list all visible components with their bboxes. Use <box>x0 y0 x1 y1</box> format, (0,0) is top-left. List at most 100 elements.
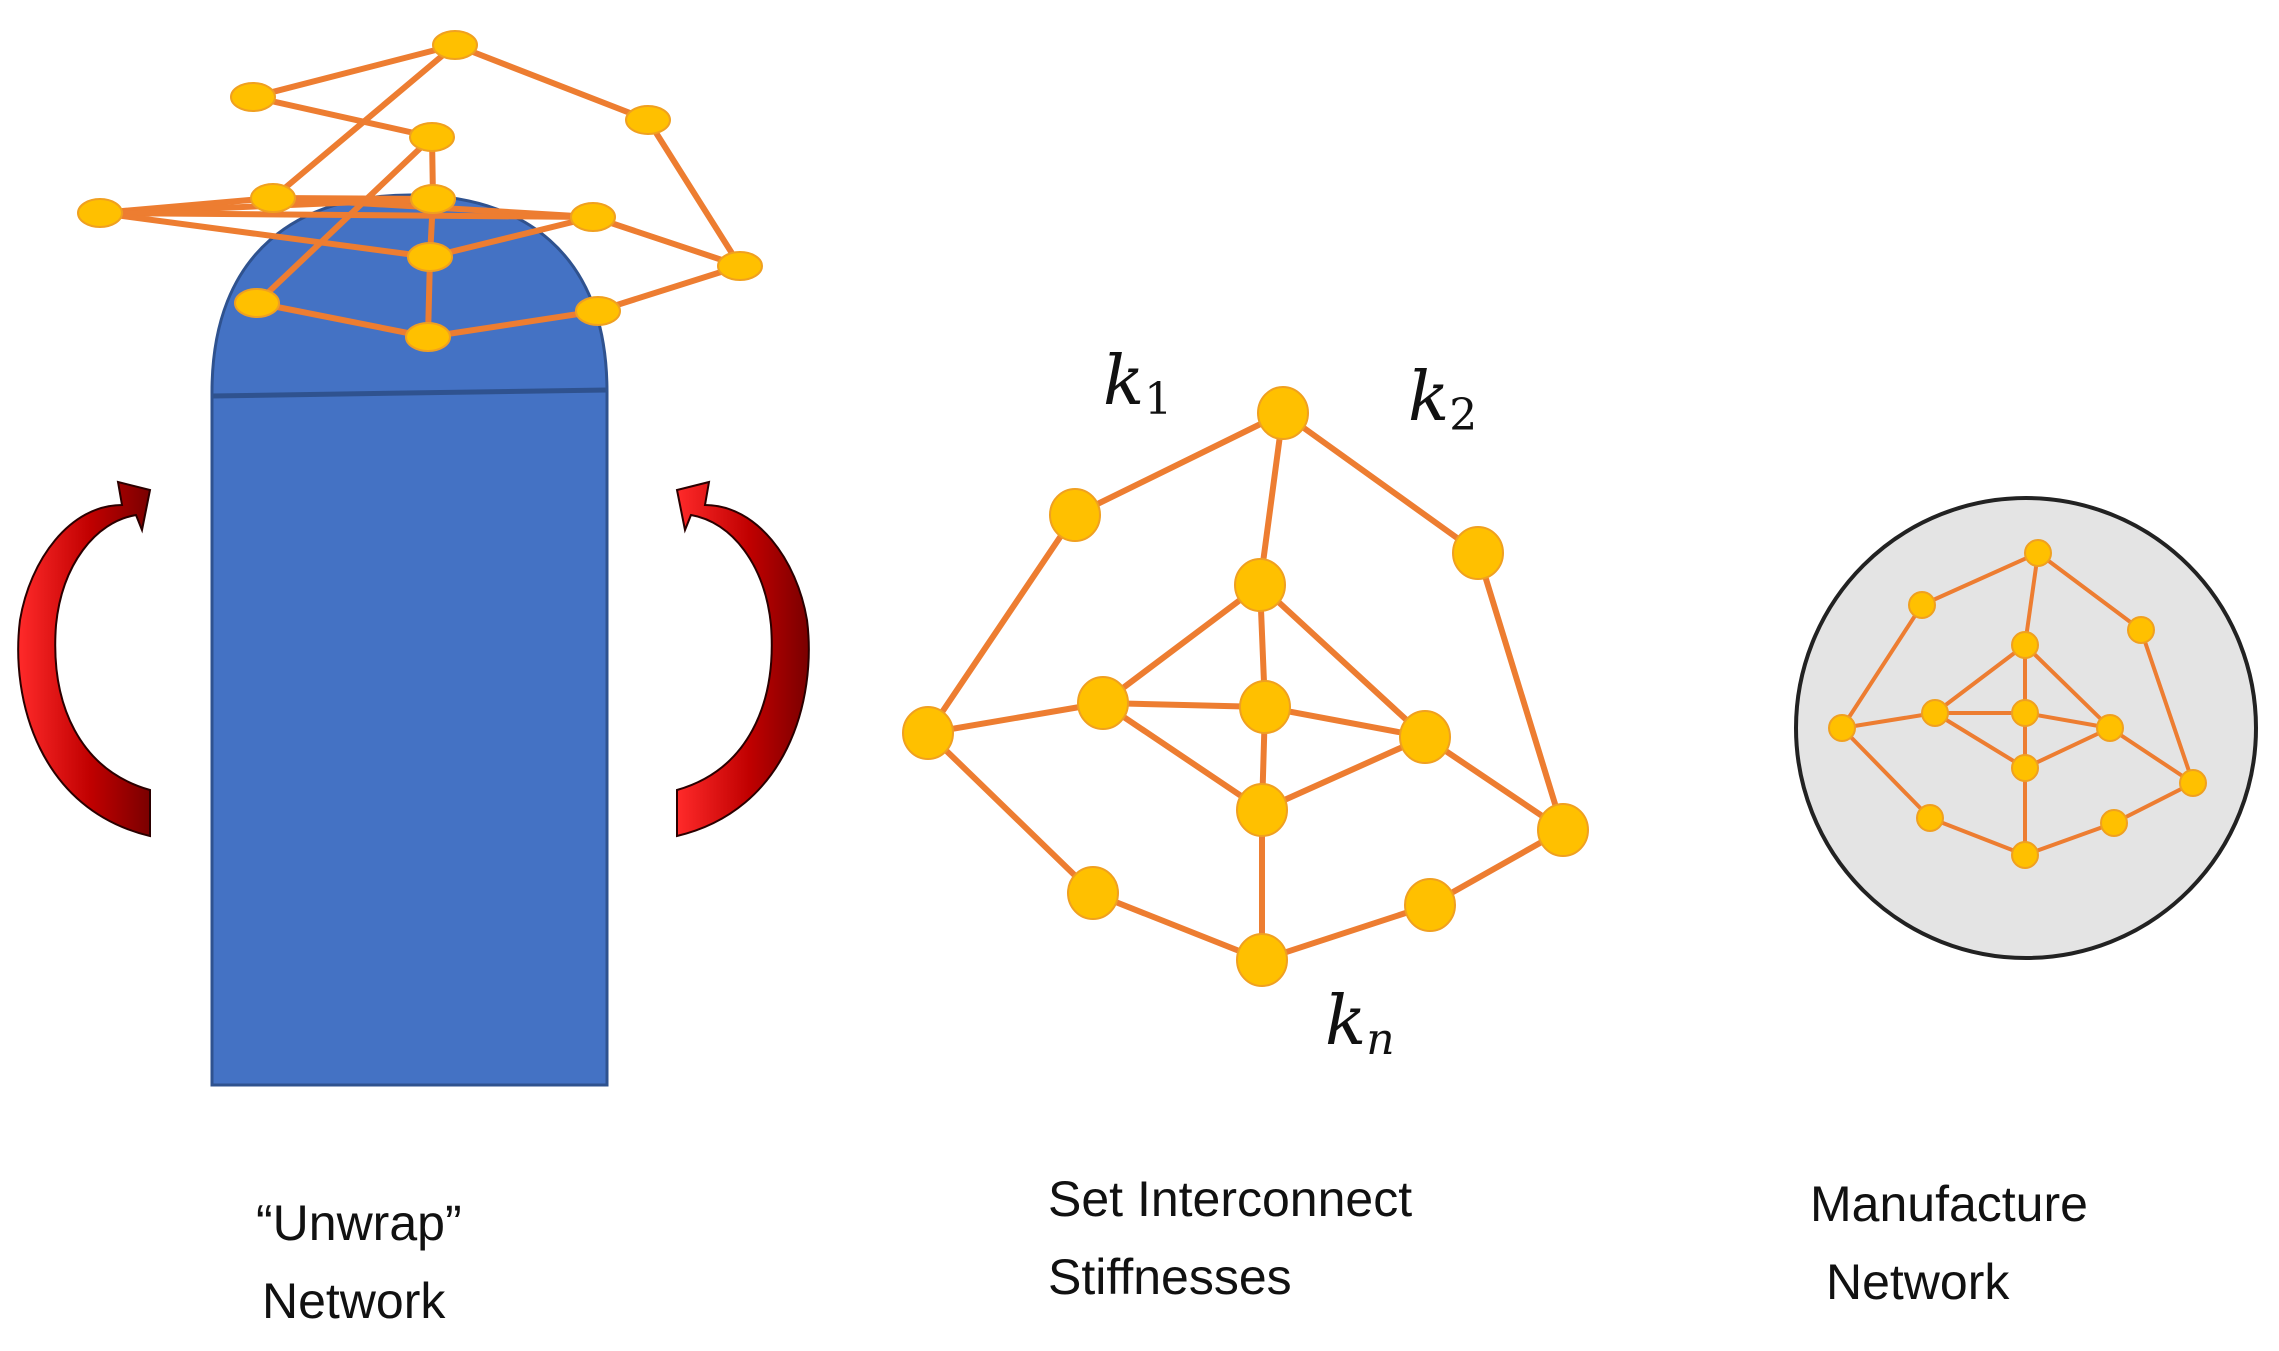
manufacture-node <box>2096 714 2124 742</box>
stiffness-label-kn: kn <box>1325 982 1395 1065</box>
manufacture-node <box>1828 714 1856 742</box>
stiffness-edge <box>1100 700 1268 710</box>
unwrap-node <box>575 296 621 326</box>
caption-unwrap-line1: “Unwrap” <box>256 1195 462 1251</box>
stiffness-edge <box>1262 704 1428 740</box>
left-rotation-arrow <box>17 480 152 838</box>
manufacture-edge <box>1840 726 1932 820</box>
stiffness-node <box>1537 803 1589 857</box>
manufacture-node <box>1921 699 1949 727</box>
left-arrow-shape <box>17 480 152 838</box>
unwrap-node <box>625 105 671 135</box>
manufacture-node <box>2179 769 2207 797</box>
manufacture-node <box>2024 539 2052 567</box>
manufacture-edge <box>2023 551 2040 647</box>
stiffness-edge <box>1259 902 1433 963</box>
unwrap-node <box>405 322 451 352</box>
stiffness-edge <box>925 700 1106 736</box>
unwrap-edge <box>452 42 651 123</box>
k2-subscript: 2 <box>1449 390 1478 441</box>
unwrap-node <box>407 242 453 272</box>
manufacture-network <box>1828 539 2207 869</box>
manufacture-edge <box>2023 726 2112 770</box>
manufacture-edge <box>1933 711 2027 770</box>
stiffness-node <box>1234 558 1286 612</box>
manufacture-node <box>2011 841 2039 869</box>
unwrap-edge <box>97 210 596 220</box>
manufacture-edge <box>2023 643 2112 730</box>
manufacture-node <box>2011 754 2039 782</box>
stiffness-edge <box>1280 410 1481 556</box>
unwrap-edge <box>97 210 433 260</box>
stiffness-node <box>1049 488 1101 542</box>
manufacture-edge <box>1933 643 2027 715</box>
caption-stiffness-line1: Set Interconnect <box>1048 1171 1413 1227</box>
unwrap-node <box>77 198 123 228</box>
manufacture-node <box>2127 616 2155 644</box>
unwrap-node <box>717 251 763 281</box>
manufacture-node <box>2011 699 2039 727</box>
stiffness-edge <box>925 730 1096 896</box>
unwrap-edge <box>425 308 601 340</box>
stiffness-node <box>1077 676 1129 730</box>
stiffness-edge <box>925 512 1078 736</box>
stiffness-edge <box>1090 890 1265 963</box>
unwrap-edge <box>254 134 435 306</box>
stiffness-node <box>1452 526 1504 580</box>
unwrap-node <box>250 183 296 213</box>
stiffness-edge <box>1257 410 1286 588</box>
right-arrow-shape <box>675 480 810 838</box>
unwrap-edge <box>254 300 431 340</box>
stiffness-node <box>1399 710 1451 764</box>
stiffness-edge <box>1475 550 1566 833</box>
unwrap-edge <box>250 94 435 140</box>
unwrap-node <box>570 202 616 232</box>
stiffness-node <box>1236 933 1288 987</box>
manufacture-edge <box>1928 816 2027 857</box>
stiffness-edge <box>1257 582 1428 740</box>
kn-base: k <box>1325 982 1367 1061</box>
unwrap-node <box>432 30 478 60</box>
k2-base: k <box>1408 358 1450 437</box>
unwrap-network <box>77 30 763 352</box>
stiffness-label-k2: k2 <box>1408 358 1477 441</box>
dome-seam <box>211 387 608 399</box>
manufacture-node <box>1916 804 1944 832</box>
stiffness-node <box>902 706 954 760</box>
manufacture-edge <box>2112 781 2195 825</box>
caption-manufacture-line2: Network <box>1826 1254 2010 1310</box>
stiffness-network <box>902 386 1589 987</box>
manufacture-edge <box>2023 711 2112 730</box>
unwrap-node <box>230 82 276 112</box>
k1-base: k <box>1103 342 1145 421</box>
right-rotation-arrow <box>675 480 810 838</box>
unwrap-node <box>409 122 455 152</box>
unwrap-node <box>234 288 280 318</box>
caption-manufacture-line1: Manufacture <box>1810 1176 2088 1232</box>
stiffness-node <box>1067 866 1119 920</box>
stiffness-edge <box>1100 582 1263 706</box>
caption-stiffness-line2: Stiffnesses <box>1048 1249 1292 1305</box>
unwrap-edge <box>645 117 743 269</box>
unwrap-edge <box>595 263 743 314</box>
manufacture-node <box>1908 591 1936 619</box>
stiffness-edge <box>1072 410 1286 518</box>
manufacture-edge <box>1840 711 1937 730</box>
stiffness-edge <box>1422 734 1566 833</box>
stiffness-node <box>1239 680 1291 734</box>
unwrap-edge <box>250 42 458 100</box>
manufacture-edge <box>1920 551 2040 607</box>
manufacture-edge <box>2036 551 2143 632</box>
manufacture-edge <box>2139 628 2195 785</box>
stiffness-label-k1: k1 <box>1103 342 1172 425</box>
stiffness-node <box>1236 783 1288 837</box>
caption-unwrap-line2: Network <box>262 1273 446 1329</box>
k1-subscript: 1 <box>1144 374 1173 425</box>
manufacture-node <box>2100 809 2128 837</box>
manufacture-edge <box>2023 821 2116 857</box>
unwrap-edge <box>590 214 743 269</box>
stiffness-edge <box>1100 700 1265 813</box>
manufacture-edge <box>1840 603 1924 730</box>
